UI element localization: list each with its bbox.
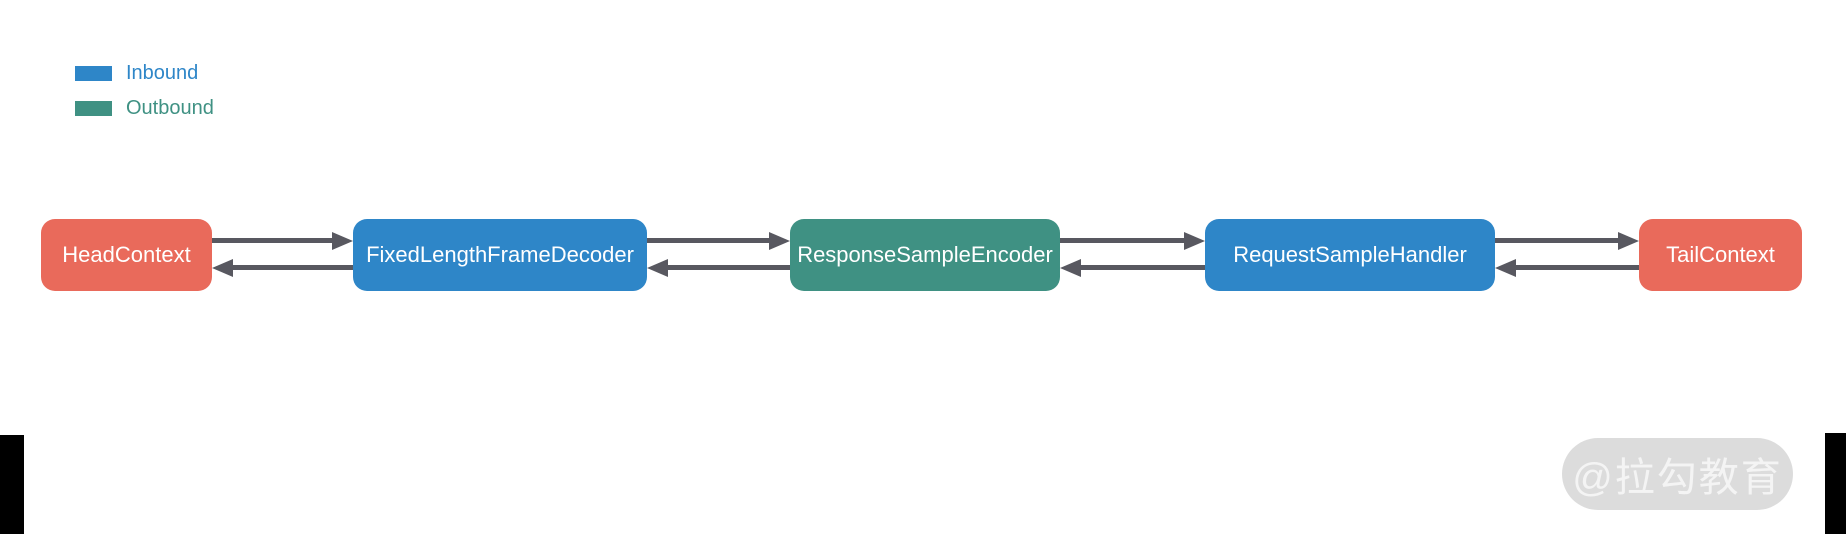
inbound-color-swatch	[75, 65, 112, 81]
right-arrow-icon	[212, 238, 332, 243]
legend-item-outbound: Outbound	[75, 97, 214, 119]
black-bar-left	[0, 435, 24, 534]
node-request-sample-handler: RequestSampleHandler	[1205, 219, 1495, 291]
left-arrow-icon	[1516, 265, 1639, 270]
node-response-sample-encoder: ResponseSampleEncoder	[790, 219, 1060, 291]
left-arrow-icon	[668, 265, 790, 270]
legend-item-inbound: Inbound	[75, 62, 214, 84]
link-responsesampleencoder-requestsamplehandler	[1060, 219, 1205, 291]
link-requestsamplehandler-tailcontext	[1495, 219, 1639, 291]
watermark: @拉勾教育	[1562, 438, 1793, 510]
link-fixedlengthframedecoder-responsesampleencoder	[647, 219, 790, 291]
left-arrow-icon	[1081, 265, 1205, 270]
node-fixed-length-frame-decoder: FixedLengthFrameDecoder	[353, 219, 647, 291]
black-bar-right	[1825, 433, 1846, 534]
link-headcontext-fixedlengthframedecoder	[212, 219, 353, 291]
legend-label-outbound: Outbound	[126, 96, 214, 119]
right-arrow-icon	[1495, 238, 1618, 243]
left-arrow-icon	[233, 265, 353, 270]
legend: Inbound Outbound	[75, 62, 214, 132]
legend-label-inbound: Inbound	[126, 61, 199, 84]
node-tail-context: TailContext	[1639, 219, 1802, 291]
right-arrow-icon	[647, 238, 769, 243]
right-arrow-icon	[1060, 238, 1184, 243]
outbound-color-swatch	[75, 100, 112, 116]
node-head-context: HeadContext	[41, 219, 212, 291]
